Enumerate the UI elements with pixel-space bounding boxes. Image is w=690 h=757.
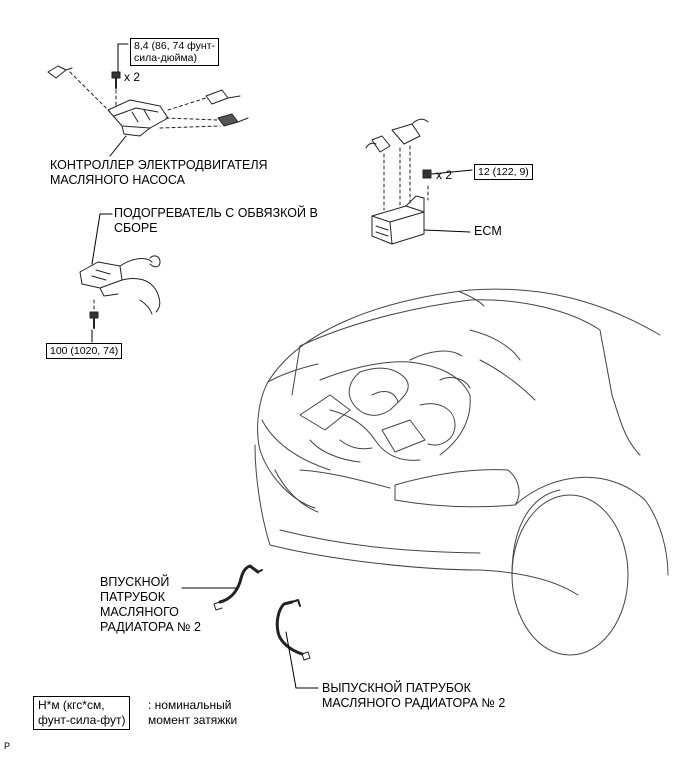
controller-bolt-quantity: x 2 [124,70,141,84]
leader-lines [91,43,473,689]
oil-cooler-outlet-hose-drawing [275,599,311,661]
legend-unit-box: Н*м (кгс*см, фунт-сила-фут) [33,696,131,730]
label-ecm: ECM [474,224,502,238]
torque-box-ecm-nut: 12 (122, 9) [474,164,533,180]
ecm-drawing [365,118,432,245]
torque-box-controller-bolt: 8,4 (86, 74 фунт- сила-дюйма) [130,38,219,66]
label-heater-assembly: ПОДОГРЕВАТЕЛЬ С ОБВЯЗКОЙ В СБОРЕ [114,206,318,235]
heater-assembly-drawing [79,255,161,329]
label-oil-pump-motor-controller: КОНТРОЛЛЕР ЭЛЕКТРОДВИГАТЕЛЯ МАСЛЯНОГО НА… [50,158,268,187]
legend-description: : номинальный момент затяжки [148,698,238,727]
ecm-nut-quantity: x 2 [436,168,453,182]
label-oil-cooler-inlet-hose: ВПУСКНОЙ ПАТРУБОК МАСЛЯНОГО РАДИАТОРА № … [100,575,202,634]
corner-mark: P [4,741,11,751]
vehicle-front-outline [254,288,669,656]
oil-cooler-inlet-hose-drawing [213,564,263,611]
oil-pump-motor-controller-drawing [47,65,249,137]
torque-box-heater-bolt: 100 (1020, 74) [46,343,123,359]
label-oil-cooler-outlet-hose: ВЫПУСКНОЙ ПАТРУБОК МАСЛЯНОГО РАДИАТОРА №… [322,681,506,710]
